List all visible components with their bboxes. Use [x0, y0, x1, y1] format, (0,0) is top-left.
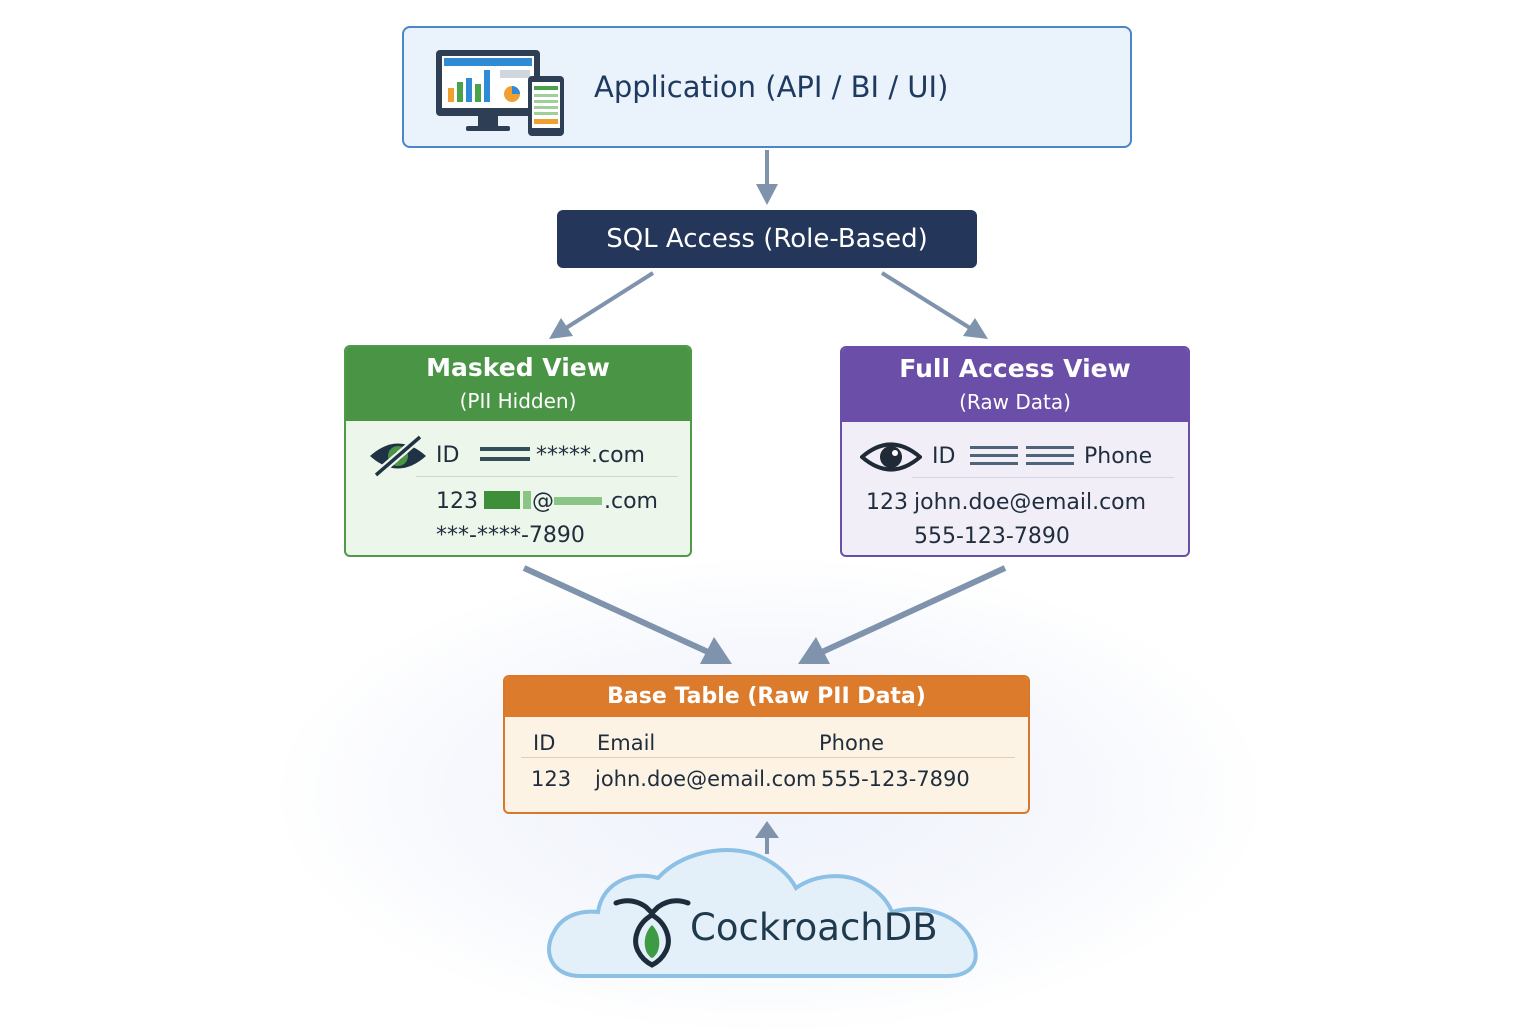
- full-access-view-subtitle: (Raw Data): [959, 390, 1071, 414]
- masked-row-phone: ***-****-7890: [436, 523, 585, 548]
- masked-view-header: Masked View (PII Hidden): [346, 347, 690, 421]
- arrow-sql-to-masked-head: [549, 318, 573, 339]
- base-table-cell-email: john.doe@email.com: [595, 767, 817, 791]
- masked-redaction-block: [523, 491, 531, 509]
- arrow-full-to-base: [820, 565, 1007, 655]
- database-name: CockroachDB: [690, 906, 938, 949]
- arrow-masked-to-base: [522, 565, 710, 655]
- full-header-phone: Phone: [1084, 444, 1153, 469]
- full-row-phone: 555-123-7890: [914, 524, 1070, 549]
- masked-row-email-suffix: .com: [604, 489, 658, 514]
- masked-header-bar: [480, 457, 530, 461]
- eye-slash-icon: [370, 435, 426, 477]
- masked-view-card: Masked View (PII Hidden) ID *****.com 12…: [344, 345, 692, 557]
- full-row-email: john.doe@email.com: [914, 490, 1147, 515]
- base-table-title: Base Table (Raw PII Data): [505, 677, 1028, 717]
- cockroach-logo-icon: [613, 898, 691, 968]
- masked-divider: [416, 476, 678, 477]
- base-table-cell-id: 123: [531, 767, 572, 791]
- base-table-card: Base Table (Raw PII Data) ID Email Phone…: [503, 675, 1030, 814]
- application-box: Application (API / BI / UI): [402, 26, 1132, 148]
- arrow-masked-to-base-head: [700, 637, 732, 664]
- sql-access-box: SQL Access (Role-Based): [557, 210, 977, 268]
- application-title: Application (API / BI / UI): [594, 70, 949, 104]
- masked-header-id: ID: [436, 443, 460, 468]
- masked-header-bar: [480, 447, 530, 451]
- full-header-bar: [970, 462, 1018, 465]
- base-table-col-email: Email: [597, 731, 656, 755]
- full-header-id: ID: [932, 444, 956, 469]
- full-header-bar: [1026, 462, 1074, 465]
- masked-redaction-block: [554, 497, 602, 505]
- full-header-bar: [970, 454, 1018, 457]
- arrow-app-to-sql-head: [756, 184, 778, 205]
- full-header-bar: [1026, 454, 1074, 457]
- masked-view-title: Masked View: [426, 353, 610, 382]
- dashboard-devices-icon: [436, 50, 564, 136]
- masked-row-email-at: @: [532, 489, 554, 514]
- base-table-cell-phone: 555-123-7890: [821, 767, 970, 791]
- masked-header-email: *****.com: [536, 443, 645, 468]
- full-access-view-card: Full Access View (Raw Data) ID Phone 123…: [840, 346, 1190, 557]
- arrow-db-to-base-head: [755, 821, 779, 838]
- masked-row-id: 123: [436, 489, 478, 514]
- full-access-view-title: Full Access View: [899, 354, 1131, 383]
- full-header-bar: [970, 446, 1018, 449]
- eye-icon: [860, 442, 922, 472]
- base-table-divider: [521, 757, 1015, 758]
- arrow-sql-to-masked: [564, 271, 655, 330]
- base-table-col-phone: Phone: [819, 731, 885, 755]
- arrow-sql-to-full: [880, 271, 972, 330]
- full-divider: [912, 477, 1174, 478]
- full-row-id: 123: [866, 490, 908, 515]
- base-table-col-id: ID: [533, 731, 556, 755]
- full-header-bar: [1026, 446, 1074, 449]
- masked-redaction-block: [484, 491, 520, 509]
- masked-view-subtitle: (PII Hidden): [459, 389, 577, 413]
- arrow-full-to-base-head: [798, 637, 830, 664]
- full-access-view-header: Full Access View (Raw Data): [842, 348, 1188, 422]
- arrow-sql-to-full-head: [963, 318, 988, 339]
